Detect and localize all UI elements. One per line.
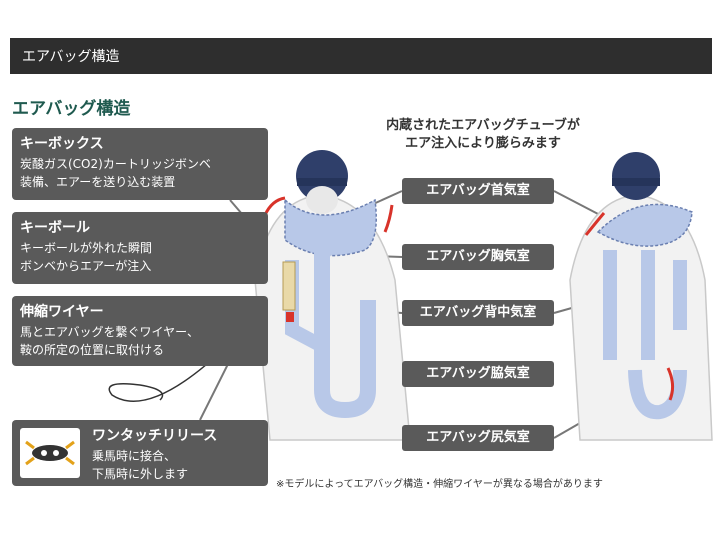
section-title: エアバッグ構造 (12, 99, 131, 119)
label-chest-chamber: エアバッグ胸気室 (402, 244, 554, 270)
label-back-chamber: エアバッグ背中気室 (402, 300, 554, 326)
release-title: ワンタッチリリース (92, 428, 218, 444)
back-rider (569, 152, 713, 441)
keyball-line-2: ボンベからエアーが注入 (20, 259, 152, 273)
front-rider (254, 150, 411, 441)
keyball-title: キーボール (20, 220, 90, 236)
disclaimer-note: ※モデルによってエアバッグ構造・伸縮ワイヤーが異なる場合があります (276, 479, 603, 490)
wire-title: 伸縮ワイヤー (20, 304, 104, 320)
wire-info: 伸縮ワイヤー 馬とエアバッグを繋ぐワイヤー、 鞍の所定の位置に取付ける (12, 296, 268, 366)
keybox-line-1: 炭酸ガス(CO2)カートリッジボンベ (20, 157, 211, 171)
release-info: ワンタッチリリース 乗馬時に接合、 下馬時に外します (12, 420, 268, 486)
release-line-1: 乗馬時に接合、 (92, 449, 177, 463)
release-buckle-icon (20, 428, 80, 478)
label-neck-chamber: エアバッグ首気室 (402, 178, 554, 204)
callout-line-1: 内蔵されたエアバッグチューブが (386, 118, 580, 133)
wire-line-1: 馬とエアバッグを繋ぐワイヤー、 (20, 325, 200, 339)
keybox-line-2: 装備、エアーを送り込む装置 (20, 175, 176, 189)
header-title: エアバッグ構造 (22, 49, 120, 65)
callout-line-2: エア注入により膨らみます (405, 136, 561, 151)
inflation-callout: 内蔵されたエアバッグチューブが エア注入により膨らみます (358, 117, 608, 153)
keyball-info: キーボール キーボールが外れた瞬間 ボンベからエアーが注入 (12, 212, 268, 284)
label-hip-chamber: エアバッグ尻気室 (402, 425, 554, 451)
wire-line-2: 鞍の所定の位置に取付ける (20, 343, 165, 357)
keybox-title: キーボックス (20, 136, 104, 152)
keybox-info: キーボックス 炭酸ガス(CO2)カートリッジボンベ 装備、エアーを送り込む装置 (12, 128, 268, 200)
label-side-chamber: エアバッグ脇気室 (402, 361, 554, 387)
header-bar: エアバッグ構造 (10, 38, 712, 74)
keyball-line-1: キーボールが外れた瞬間 (20, 241, 153, 255)
release-line-2: 下馬時に外します (92, 467, 189, 481)
